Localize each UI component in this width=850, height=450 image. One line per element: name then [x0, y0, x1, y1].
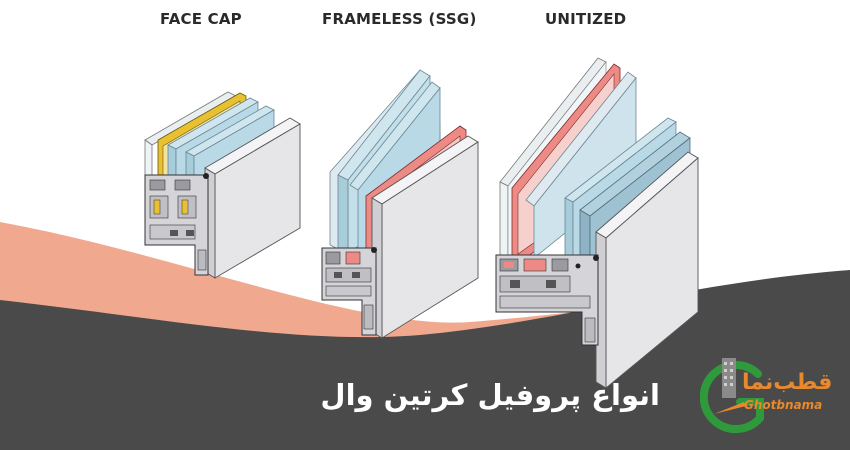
logo-g-ring-icon — [700, 361, 764, 434]
ghotbnama-logo — [700, 358, 764, 434]
logo-text-en: Ghotbnama — [744, 398, 823, 412]
caption-curtain-wall-profile-types: انواع پروفیل کرتین وال — [320, 378, 660, 412]
label-frameless-ssg: FRAMELESS (SSG) — [322, 10, 477, 28]
face-cap-diagram — [144, 91, 301, 279]
label-face-cap: FACE CAP — [160, 10, 242, 28]
frameless-ssg-diagram — [321, 68, 479, 339]
unitized-diagram — [495, 57, 699, 389]
logo-building-icon — [722, 358, 736, 398]
label-unitized: UNITIZED — [545, 10, 627, 28]
logo-text-fa: قطب‌نما — [742, 370, 833, 395]
logo-compass-needle-icon — [714, 402, 746, 414]
